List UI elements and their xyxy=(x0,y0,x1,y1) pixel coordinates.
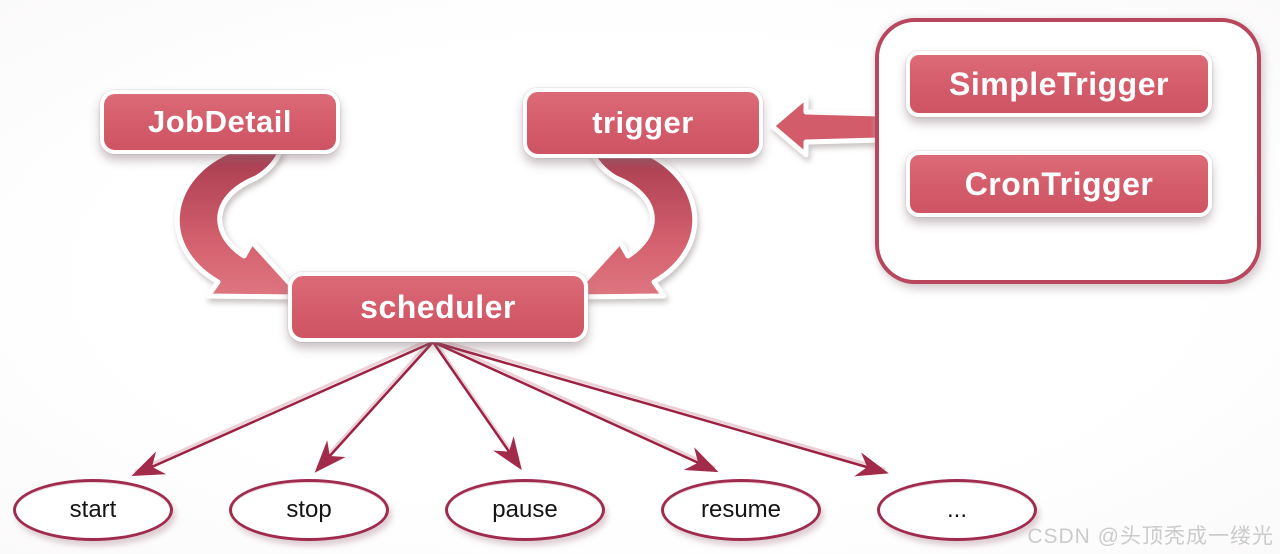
method-ellipse-stop: stop xyxy=(229,479,389,541)
method-stop-label: stop xyxy=(286,496,332,523)
method-ellipse-start: start xyxy=(13,479,173,541)
csdn-watermark: CSDN @头顶秃成一缕光 xyxy=(1027,525,1274,548)
method-more-label: ... xyxy=(946,496,967,523)
node-jobdetail: JobDetail xyxy=(100,90,340,154)
method-resume-label: resume xyxy=(700,496,782,523)
scheduler-to-stop-line xyxy=(314,340,435,473)
scheduler-to-pause-line xyxy=(431,340,522,471)
node-scheduler: scheduler xyxy=(288,272,588,342)
method-ellipse-more: ... xyxy=(877,479,1037,541)
node-trigger-label: trigger xyxy=(592,105,694,140)
scheduler-to-more-line xyxy=(431,340,889,477)
trigger-to-scheduler-arrow xyxy=(567,146,698,300)
method-start-label: start xyxy=(69,496,117,523)
node-simpletrigger-label: SimpleTrigger xyxy=(949,65,1169,102)
scheduler-method-lines xyxy=(131,337,889,477)
triggertypes-to-trigger-arrow xyxy=(769,94,883,158)
node-simpletrigger: SimpleTrigger xyxy=(906,51,1212,117)
jobdetail-to-scheduler-arrow xyxy=(174,146,305,300)
scheduler-to-resume-line xyxy=(431,340,719,473)
node-crontrigger-label: CronTrigger xyxy=(964,165,1154,202)
method-ellipse-resume: resume xyxy=(661,479,821,541)
node-trigger: trigger xyxy=(523,88,763,158)
scheduler-to-start-line xyxy=(131,340,435,477)
node-crontrigger: CronTrigger xyxy=(906,151,1212,217)
method-ellipse-pause: pause xyxy=(445,479,605,541)
method-pause-label: pause xyxy=(492,496,558,523)
node-jobdetail-label: JobDetail xyxy=(147,104,293,139)
node-scheduler-label: scheduler xyxy=(360,288,516,325)
